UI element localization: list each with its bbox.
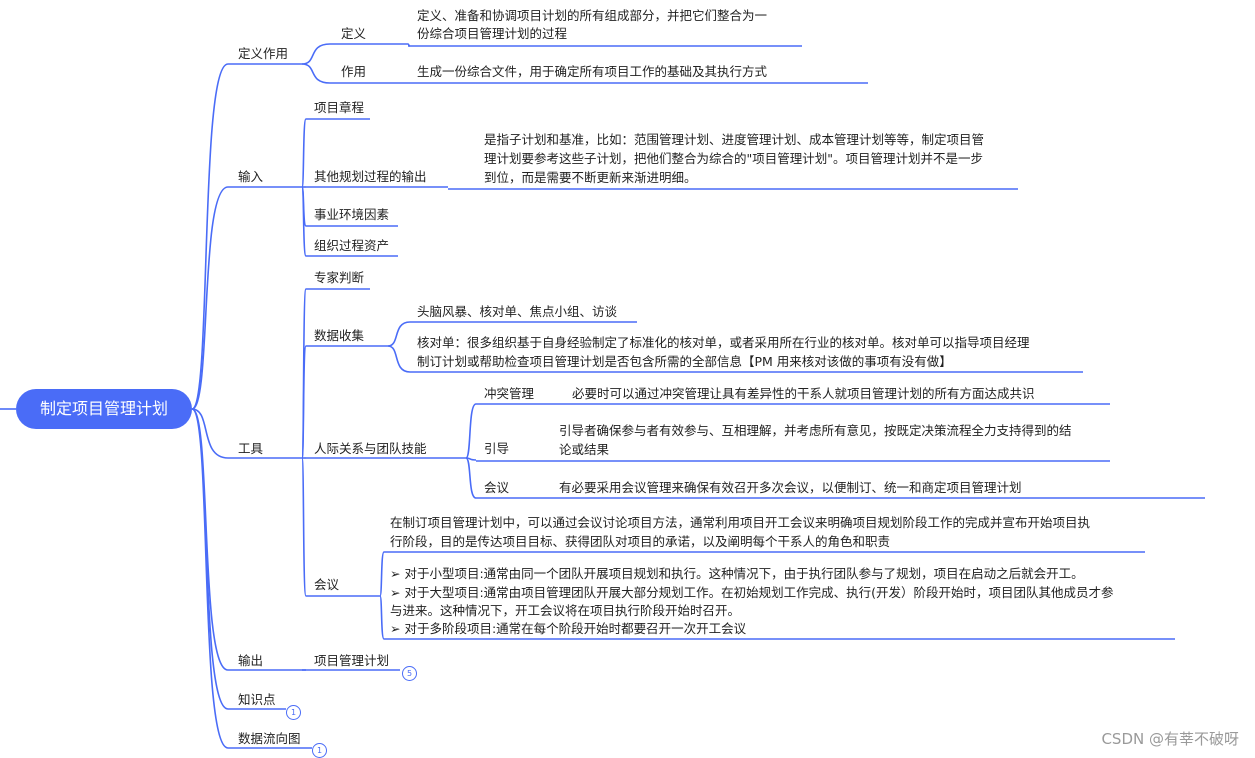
topic-meetings[interactable]: 会议	[314, 577, 340, 592]
topic-conflict-management[interactable]: 冲突管理	[484, 386, 535, 401]
connector	[191, 408, 229, 749]
topic-expert-judgment[interactable]: 专家判断	[314, 270, 365, 285]
collapsed-count-badge[interactable]: 1	[286, 705, 301, 720]
connector	[387, 345, 411, 373]
connector	[301, 345, 307, 459]
connector	[191, 186, 229, 410]
conflict-text: 必要时可以通过冲突管理让具有差异性的干系人就项目管理计划的所有方面达成共识	[572, 386, 1035, 401]
watermark: CSDN @有莘不破呀	[1101, 730, 1239, 748]
connector	[465, 457, 477, 499]
meetings-text-line4: ➢ 对于大型项目:通常由项目管理团队开展大部分规划工作。在初始规划工作完成、执行…	[390, 585, 1114, 600]
connector	[465, 403, 477, 459]
topic-eef[interactable]: 事业环境因素	[314, 207, 390, 222]
meetings-text-line5: 与进来。这种情况下，开工会议将在项目执行阶段开始时召开。	[390, 603, 741, 618]
definition-text-line2: 份综合项目管理计划的过程	[417, 26, 568, 41]
other-outputs-text-line1: 是指子计划和基准，比如：范围管理计划、进度管理计划、成本管理计划等等，制定项目管	[484, 132, 985, 147]
meeting-management-text: 有必要采用会议管理来确保有效召开多次会议，以便制订、统一和商定项目管理计划	[559, 480, 1022, 495]
other-outputs-text-line2: 理计划要参考这些子计划，把他们整合为综合的"项目管理计划"。项目管理计划并不是一…	[484, 151, 984, 166]
topic-interpersonal-skills[interactable]: 人际关系与团队技能	[314, 441, 427, 456]
topic-data-gathering[interactable]: 数据收集	[314, 328, 365, 343]
facilitation-text-line1: 引导者确保参与者有效参与、互相理解，并考虑所有意见，按既定决策流程全力支持得到的…	[559, 423, 1072, 438]
facilitation-text-line2: 论或结果	[559, 442, 610, 457]
connector	[387, 321, 411, 347]
topic-other-process-outputs[interactable]: 其他规划过程的输出	[314, 169, 427, 184]
branch-data-flow-diagram[interactable]: 数据流向图	[238, 731, 301, 746]
branch-tools[interactable]: 工具	[238, 441, 264, 456]
connector	[379, 551, 385, 597]
collapsed-count-badge[interactable]: 5	[402, 666, 417, 681]
meetings-text-line1: 在制订项目管理计划中，可以通过会议讨论项目方法，通常利用项目开工会议来明确项目规…	[390, 515, 1091, 530]
meetings-text-line3: ➢ 对于小型项目:通常由同一个团队开展项目规划和执行。这种情况下，由于执行团队参…	[390, 566, 1084, 581]
topic-purpose[interactable]: 作用	[341, 64, 367, 79]
other-outputs-text-line3: 到位，而是需要不断更新来渐进明细。	[484, 170, 697, 185]
topic-facilitation[interactable]: 引导	[484, 441, 510, 456]
connector	[301, 63, 331, 84]
root-topic[interactable]: 制定项目管理计划	[16, 389, 192, 429]
connector	[379, 595, 385, 640]
branch-define-purpose[interactable]: 定义作用	[238, 46, 289, 61]
topic-project-management-plan[interactable]: 项目管理计划	[314, 653, 390, 668]
meetings-text-line6: ➢ 对于多阶段项目:通常在每个阶段开始时都要召开一次开工会议	[390, 621, 747, 636]
connector	[301, 118, 307, 188]
connector	[191, 63, 229, 410]
topic-meeting-management[interactable]: 会议	[484, 480, 510, 495]
purpose-text: 生成一份综合文件，用于确定所有项目工作的基础及其执行方式	[417, 64, 768, 79]
branch-knowledge-points[interactable]: 知识点	[238, 692, 276, 707]
connector	[301, 186, 307, 257]
meetings-text-line2: 行阶段，目的是传达项目目标、获得团队对项目的承诺，以及阐明每个干系人的角色和职责	[390, 534, 891, 549]
branch-outputs[interactable]: 输出	[238, 653, 264, 668]
connector	[301, 43, 331, 65]
checklist-text-line1: 核对单：很多组织基于自身经验制定了标准化的核对单，或者采用所在行业的核对单。核对…	[417, 335, 1030, 350]
branch-inputs[interactable]: 输入	[238, 169, 264, 184]
checklist-text-line2: 制订计划或帮助检查项目管理计划是否包含所需的全部信息【PM 用来核对该做的事项有…	[417, 354, 952, 369]
definition-text-line1: 定义、准备和协调项目计划的所有组成部分，并把它们整合为一	[417, 8, 768, 23]
topic-definition[interactable]: 定义	[341, 26, 367, 41]
topic-opa[interactable]: 组织过程资产	[314, 238, 390, 253]
collapsed-count-badge[interactable]: 1	[312, 743, 327, 758]
connector	[191, 408, 229, 459]
connector	[301, 457, 307, 597]
topic-project-charter[interactable]: 项目章程	[314, 100, 365, 115]
data-gathering-text: 头脑风暴、核对单、焦点小组、访谈	[417, 304, 618, 319]
